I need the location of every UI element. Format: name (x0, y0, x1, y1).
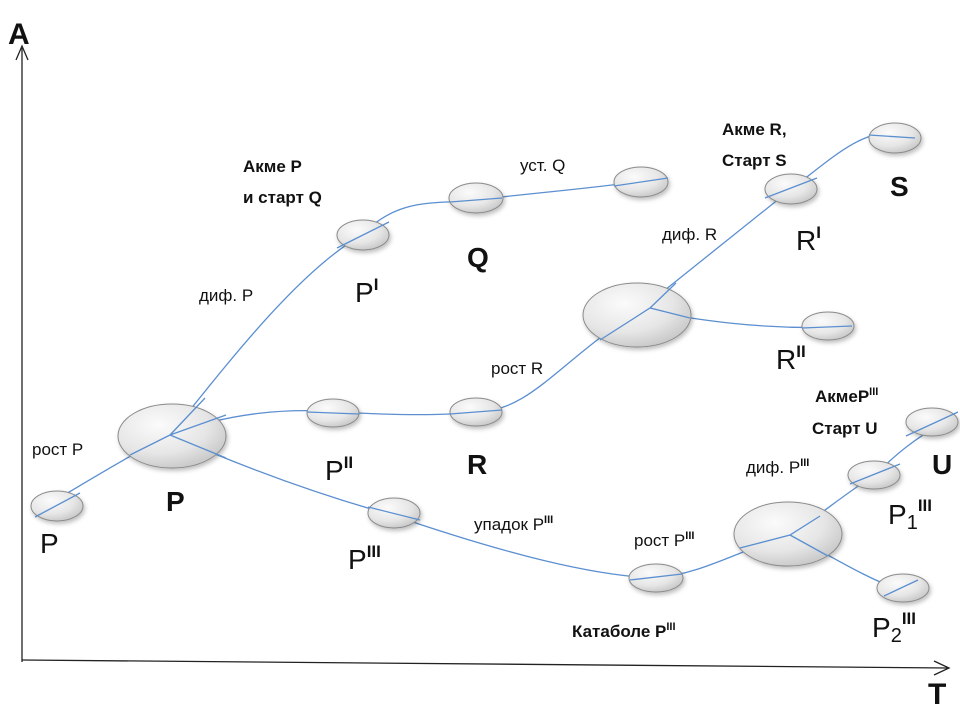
label-q: Q (467, 242, 489, 273)
annotation-diff-r: диф. R (662, 225, 717, 244)
axes: А T (8, 18, 951, 711)
overlay-small (34, 134, 959, 597)
annotation-acme-p3-line2: Старт U (812, 419, 878, 438)
label-p31: P1III (888, 496, 932, 534)
node-s (868, 122, 922, 154)
y-axis-arrow (15, 44, 29, 61)
node-labels: P P PI Q PII R RI S RII PIII U P1III P2I… (40, 171, 952, 647)
label-r1: RI (796, 223, 821, 256)
annotation-decline-p3: упадок PIII (474, 514, 553, 534)
node-r1 (764, 173, 818, 205)
x-axis-arrow (933, 660, 951, 676)
annotation-acme-r-line2: Старт S (722, 151, 787, 170)
annotation-catabole-p3: Катаболе PIII (572, 621, 676, 641)
x-axis-label: T (928, 678, 946, 711)
label-p3: PIII (348, 542, 381, 575)
node-p32 (876, 573, 930, 603)
label-r: R (467, 449, 487, 480)
label-p32: P2III (872, 609, 916, 647)
y-axis-label: А (8, 18, 30, 51)
node-q (448, 182, 504, 214)
annotation-growth-p3: рост PIII (634, 530, 694, 550)
annotation-stable-q: уст. Q (520, 156, 565, 175)
annotation-diff-p3: диф. PIII (746, 457, 809, 477)
annotations: рост P диф. P Акме P и старт Q уст. Q ро… (32, 120, 878, 641)
label-p1: PI (355, 275, 378, 308)
annotation-acme-r-line1: Акме R, (722, 120, 787, 139)
annotation-growth-r: рост R (491, 359, 543, 378)
annotation-acme-p3-line1: АкмеPIII (815, 386, 878, 406)
label-u: U (932, 449, 952, 480)
node-u (905, 407, 959, 437)
node-p3-main (733, 501, 843, 567)
node-catabole (628, 563, 684, 593)
annotation-diff-p: диф. P (199, 286, 253, 305)
label-s: S (890, 171, 909, 202)
x-axis (21, 659, 949, 669)
annotation-acme-p-line2: и старт Q (243, 188, 322, 207)
label-p2: PII (325, 453, 353, 486)
node-r2 (801, 311, 855, 341)
label-p-start: P (40, 528, 59, 559)
annotation-acme-p-line1: Акме P (243, 157, 302, 176)
curve-p3-decline (391, 514, 655, 579)
overlay-p-main (129, 397, 227, 459)
curve-overlays (34, 134, 959, 597)
node-r-main (582, 282, 692, 348)
label-r2: RII (776, 342, 806, 375)
annotation-growth-p: рост P (32, 440, 83, 459)
overlay-r-main (599, 282, 691, 341)
overlay-p3-main (739, 515, 829, 557)
label-p-main: P (166, 486, 185, 517)
curve-p-to-p1 (169, 234, 363, 436)
